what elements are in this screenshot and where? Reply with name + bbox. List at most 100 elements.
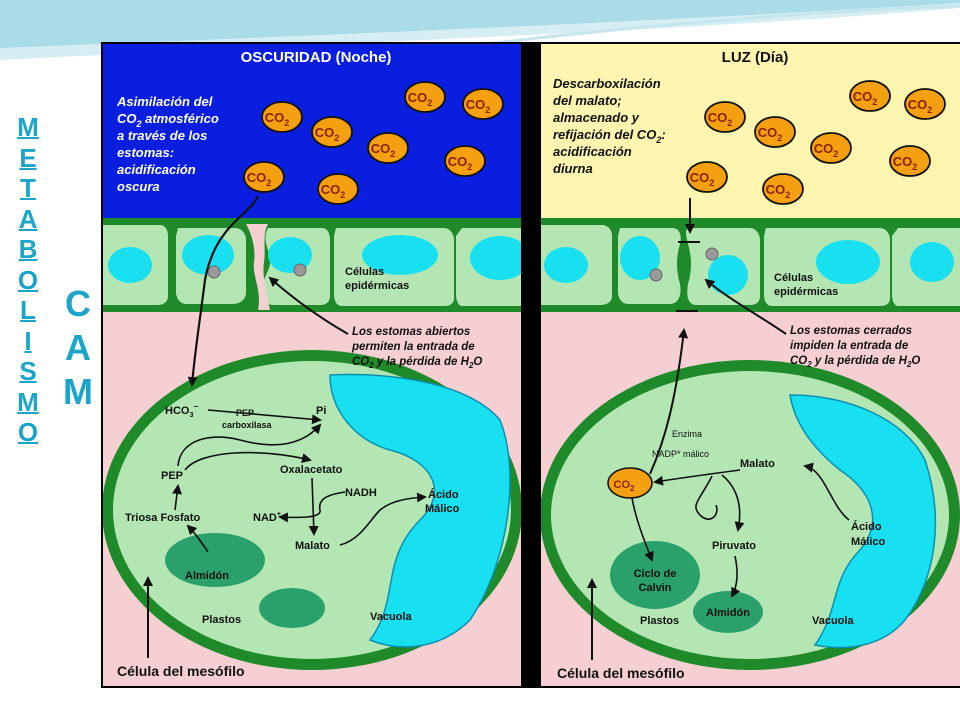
co2-entry-arrow <box>187 195 260 387</box>
left-note-arrow <box>268 276 349 335</box>
co2-molecule: CO2 <box>810 132 852 164</box>
right-stomata-note: Los estomas cerrados impiden la entrada … <box>790 325 920 369</box>
svg-text:CO2: CO2 <box>247 170 272 188</box>
left-desc-line6: oscura <box>117 179 160 194</box>
co2-molecule: CO2 <box>317 173 359 205</box>
svg-text:CO2: CO2 <box>315 125 340 143</box>
right-note-arrow <box>704 278 787 335</box>
svg-text:carboxilasa: carboxilasa <box>222 420 273 430</box>
hco3-label: HCO3− <box>165 402 198 419</box>
metabolismo-letter: M <box>17 386 39 417</box>
svg-text:CO2: CO2 <box>371 141 396 159</box>
right-description: Descarboxilación del malato; almacenado … <box>553 76 666 176</box>
svg-text:Calvin: Calvin <box>638 582 671 594</box>
right-pathway-arrows <box>631 462 850 598</box>
svg-text:epidérmicas: epidérmicas <box>774 286 838 298</box>
right-epidermal-label: Células epidérmicas <box>774 272 838 298</box>
svg-text:Almidón: Almidón <box>706 607 750 619</box>
cam-letter: M <box>63 371 93 412</box>
svg-text:PEP: PEP <box>161 470 183 482</box>
left-desc-line2: CO2 atmosférico <box>117 111 219 129</box>
svg-text:Piruvato: Piruvato <box>712 540 756 552</box>
metabolismo-letter: M <box>17 112 39 142</box>
svg-text:CO2: CO2 <box>265 110 290 128</box>
co2-molecule: CO2 <box>367 132 409 164</box>
right-panel-day <box>541 44 960 686</box>
metabolismo-letter: B <box>18 234 38 264</box>
metabolismo-letter: O <box>17 417 39 447</box>
svg-text:Los estomas abiertos: Los estomas abiertos <box>352 326 470 338</box>
left-header: OSCURIDAD (Noche) <box>241 49 392 66</box>
metabolismo-letter: E <box>19 142 37 173</box>
right-header-text: LUZ (Día) <box>722 49 789 66</box>
svg-text:CO2: CO2 <box>853 89 878 107</box>
svg-text:CO2 y la pérdida de H2O: CO2 y la pérdida de H2O <box>352 356 482 370</box>
svg-text:diurna: diurna <box>553 161 593 176</box>
co2-molecule: CO2 <box>404 81 446 113</box>
svg-text:CO2: CO2 <box>321 182 346 200</box>
svg-text:acidificación: acidificación <box>553 144 632 159</box>
svg-text:Malato: Malato <box>740 458 775 470</box>
left-mesophyll-labels: HCO3− PEP carboxilasa Pi PEP Oxalacetato… <box>117 402 460 679</box>
right-cell-label: Célula del mesófilo <box>557 665 685 681</box>
svg-text:Los estomas cerrados: Los estomas cerrados <box>790 325 912 337</box>
co2-molecule: CO2 <box>754 116 796 148</box>
co2-molecule: CO2 <box>261 101 303 133</box>
metabolismo-letter: S <box>19 356 37 386</box>
co2-molecule: CO2 <box>704 101 746 133</box>
svg-text:Vacuola: Vacuola <box>370 611 412 623</box>
right-co2-inner: CO2 <box>607 467 653 499</box>
svg-text:CO2: CO2 <box>893 154 918 172</box>
svg-text:CO2: CO2 <box>614 479 636 493</box>
co2-molecule: CO2 <box>849 80 891 112</box>
svg-text:CO2: CO2 <box>908 97 933 115</box>
svg-text:CO2: CO2 <box>466 97 491 115</box>
svg-text:Pi: Pi <box>316 405 326 417</box>
left-desc-line1: Asimilación del <box>116 94 213 109</box>
svg-text:CO2 y la pérdida de H2O: CO2 y la pérdida de H2O <box>790 355 920 369</box>
co2-release-arrow <box>649 328 689 475</box>
co2-molecule: CO2 <box>889 145 931 177</box>
metabolismo-letter: I <box>24 325 32 356</box>
svg-text:Ácido: Ácido <box>428 488 459 501</box>
svg-text:Málico: Málico <box>851 536 886 548</box>
left-epidermal-label: Células epidérmicas <box>345 266 409 292</box>
svg-text:CO2: CO2 <box>766 182 791 200</box>
svg-text:almacenado y: almacenado y <box>553 110 640 125</box>
metabolismo-letter: L <box>20 295 36 325</box>
svg-text:CO2: CO2 <box>758 125 783 143</box>
left-desc-line5: acidificación <box>117 162 196 177</box>
right-mesophyll-labels: Enzima NADP* málico Malato Piruvato Ácid… <box>557 429 886 681</box>
metabolismo-letter: O <box>17 264 39 295</box>
svg-text:permiten la entrada de: permiten la entrada de <box>351 341 475 353</box>
svg-text:NAD+: NAD+ <box>253 511 281 524</box>
svg-text:Enzima: Enzima <box>672 429 702 439</box>
co2-molecule: CO2 <box>462 88 504 120</box>
left-cell-label: Célula del mesófilo <box>117 663 245 679</box>
co2-molecule: CO2 <box>904 88 946 120</box>
svg-text:Células: Células <box>345 266 384 278</box>
co2-molecule: CO2 <box>311 116 353 148</box>
svg-text:Málico: Málico <box>425 503 460 515</box>
svg-text:CO2: CO2 <box>814 141 839 159</box>
svg-text:NADH: NADH <box>345 487 377 499</box>
svg-text:Plastos: Plastos <box>202 614 241 626</box>
left-desc-line3: a través de los <box>117 128 207 143</box>
svg-text:Oxalacetato: Oxalacetato <box>280 464 343 476</box>
left-stomata-note: Los estomas abiertos permiten la entrada… <box>351 326 482 370</box>
svg-text:Descarboxilación: Descarboxilación <box>553 76 661 91</box>
svg-text:Malato: Malato <box>295 540 330 552</box>
co2-molecule: CO2 <box>762 173 804 205</box>
metabolismo-letter: A <box>18 203 38 234</box>
svg-text:Almidón: Almidón <box>185 570 229 582</box>
cam-letter: C <box>65 283 91 324</box>
svg-text:Células: Células <box>774 272 813 284</box>
svg-text:epidérmicas: epidérmicas <box>345 280 409 292</box>
svg-text:CO2: CO2 <box>448 154 473 172</box>
co2-molecule: CO2 <box>243 161 285 193</box>
svg-text:Vacuola: Vacuola <box>812 615 854 627</box>
